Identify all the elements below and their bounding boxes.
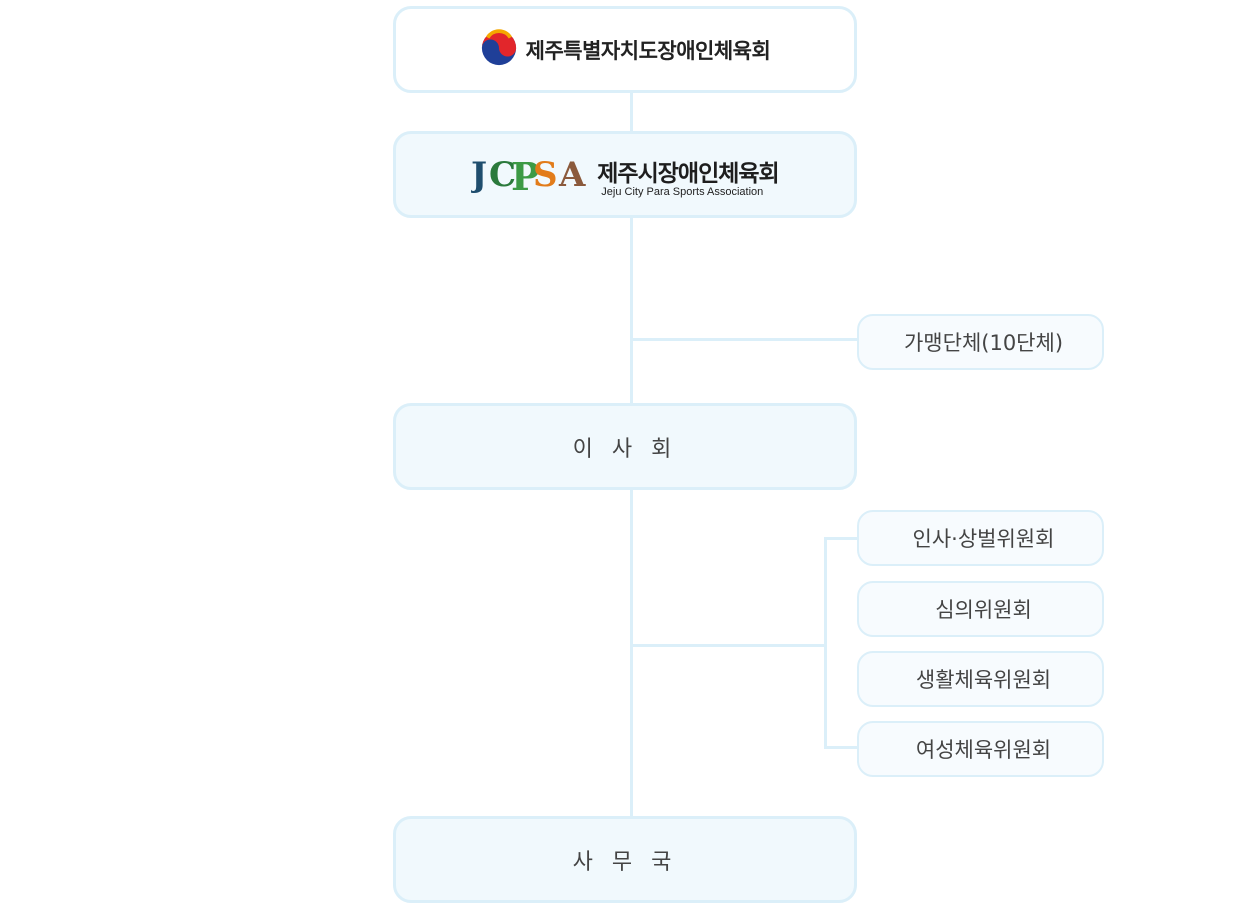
connector-committees-vertical bbox=[824, 537, 827, 749]
committee-label: 생활체육위원회 bbox=[915, 668, 1052, 692]
city-org-name-en: Jeju City Para Sports Association bbox=[601, 186, 764, 199]
committee-box: 생활체육위원회 bbox=[857, 651, 1104, 707]
city-org-name-ko: 제주시장애인체육회 bbox=[597, 161, 779, 188]
city-org-logo: J C P S A 제주시장애인체육회 Jeju City Para Sport… bbox=[468, 150, 779, 200]
top-org-box: 제주특별자치도장애인체육회 bbox=[393, 6, 857, 93]
taegeuk-emblem-icon bbox=[480, 28, 518, 71]
svg-text:A: A bbox=[558, 155, 586, 195]
committee-label: 여성체육위원회 bbox=[915, 738, 1052, 762]
committee-box: 인사·상벌위원회 bbox=[857, 510, 1104, 566]
city-org-box: J C P S A 제주시장애인체육회 Jeju City Para Sport… bbox=[393, 131, 857, 218]
secretariat-box: 사 무 국 bbox=[393, 816, 857, 903]
svg-text:J: J bbox=[471, 155, 487, 195]
top-org-logo: 제주특별자치도장애인체육회 bbox=[480, 28, 771, 71]
connector-committee-4 bbox=[824, 746, 858, 749]
committee-box: 심의위원회 bbox=[857, 581, 1104, 637]
svg-text:P: P bbox=[511, 154, 540, 196]
svg-text:C: C bbox=[489, 155, 516, 195]
connector-member-groups bbox=[632, 338, 858, 341]
board-label: 이 사 회 bbox=[572, 436, 678, 462]
member-groups-box: 가맹단체(10단체) bbox=[857, 314, 1104, 370]
committee-box: 여성체육위원회 bbox=[857, 721, 1104, 777]
jcpsa-logo-icon: J C P S A bbox=[468, 150, 591, 200]
secretariat-label: 사 무 국 bbox=[572, 849, 678, 875]
committee-label: 심의위원회 bbox=[935, 598, 1032, 622]
connector-committees-branch bbox=[632, 644, 826, 647]
top-org-name: 제주특별자치도장애인체육회 bbox=[525, 38, 771, 63]
connector-committee-1 bbox=[824, 537, 858, 540]
svg-text:S: S bbox=[533, 155, 558, 195]
member-groups-label: 가맹단체(10단체) bbox=[903, 331, 1064, 355]
committee-label: 인사·상벌위원회 bbox=[912, 527, 1055, 551]
board-box: 이 사 회 bbox=[393, 403, 857, 490]
